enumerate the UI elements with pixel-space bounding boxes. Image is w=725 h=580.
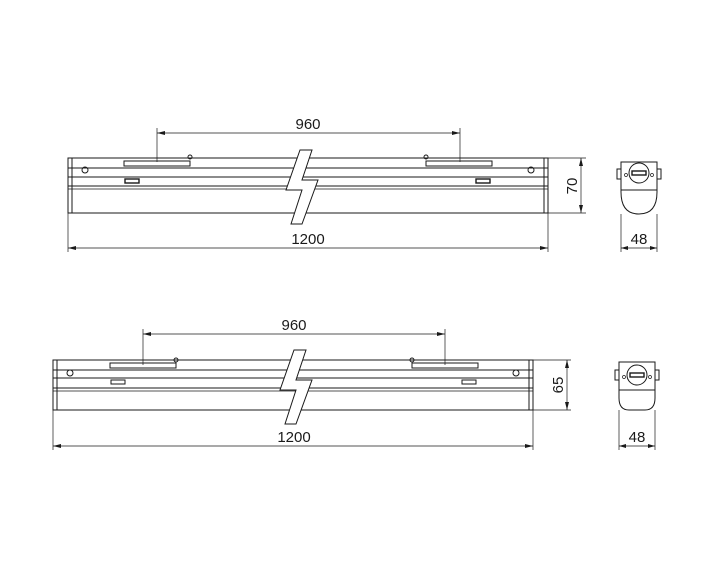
top-end-tab-left <box>616 168 622 180</box>
bottom-end-connector <box>626 364 648 386</box>
top-clip-right <box>475 178 491 184</box>
bottom-height-arrow-top <box>565 360 569 368</box>
bottom-screw-left <box>66 369 74 377</box>
top-spacing-label: 960 <box>295 116 320 133</box>
bottom-width-arrow-left <box>619 444 626 448</box>
bottom-end-connector-slot <box>629 372 645 378</box>
bottom-height-label: 65 <box>550 377 567 394</box>
top-end-tab-right <box>656 168 662 180</box>
bottom-clip-left <box>110 379 126 385</box>
top-height-arrow-top <box>579 158 583 166</box>
top-length-label: 1200 <box>291 231 324 248</box>
top-screw-right <box>527 166 535 174</box>
top-spacing-arrow-right <box>452 131 460 135</box>
bottom-end-profile <box>618 361 656 411</box>
bottom-end-pin-right <box>648 375 652 379</box>
top-pin-left <box>187 154 193 160</box>
bottom-spacing-label: 960 <box>281 317 306 334</box>
top-width-arrow-right <box>650 246 657 250</box>
bottom-pin-left <box>173 357 179 363</box>
top-screw-left <box>81 166 89 174</box>
top-end-profile <box>620 161 658 215</box>
bottom-spacing-arrow-left <box>143 332 151 336</box>
top-width-arrow-left <box>621 246 628 250</box>
bottom-spacing-arrow-right <box>437 332 445 336</box>
bottom-length-label: 1200 <box>277 429 310 446</box>
top-end-pin-left <box>624 173 628 177</box>
top-bracket-right <box>425 160 493 167</box>
bottom-end-tab-right <box>654 369 660 381</box>
bottom-end-pin-left <box>622 375 626 379</box>
top-width-label: 48 <box>631 231 648 248</box>
bottom-width-label: 48 <box>629 429 646 446</box>
top-side-view: 960 1200 70 <box>67 116 586 252</box>
bottom-height-arrow-bottom <box>565 402 569 410</box>
top-pin-right <box>423 154 429 160</box>
bottom-break-symbol <box>279 349 313 425</box>
top-length-arrow-left <box>68 246 76 250</box>
top-spacing-arrow-left <box>157 131 165 135</box>
top-end-pin-right <box>650 173 654 177</box>
top-length-arrow-right <box>540 246 548 250</box>
top-height-arrow-bottom <box>579 205 583 213</box>
top-height-label: 70 <box>564 178 581 195</box>
top-clip-left <box>124 178 140 184</box>
top-end-connector <box>628 162 650 184</box>
bottom-width-arrow-right <box>648 444 655 448</box>
bottom-side-view: 960 1200 65 <box>52 317 571 450</box>
bottom-clip-right <box>461 379 477 385</box>
top-end-connector-slot <box>631 170 647 176</box>
top-break-symbol <box>285 149 319 225</box>
bottom-screw-right <box>512 369 520 377</box>
bottom-pin-right <box>409 357 415 363</box>
bottom-length-arrow-right <box>525 444 533 448</box>
bottom-end-view: 48 <box>614 361 660 450</box>
top-end-view: 48 <box>616 161 662 252</box>
bottom-length-arrow-left <box>53 444 61 448</box>
bottom-end-tab-left <box>614 369 620 381</box>
